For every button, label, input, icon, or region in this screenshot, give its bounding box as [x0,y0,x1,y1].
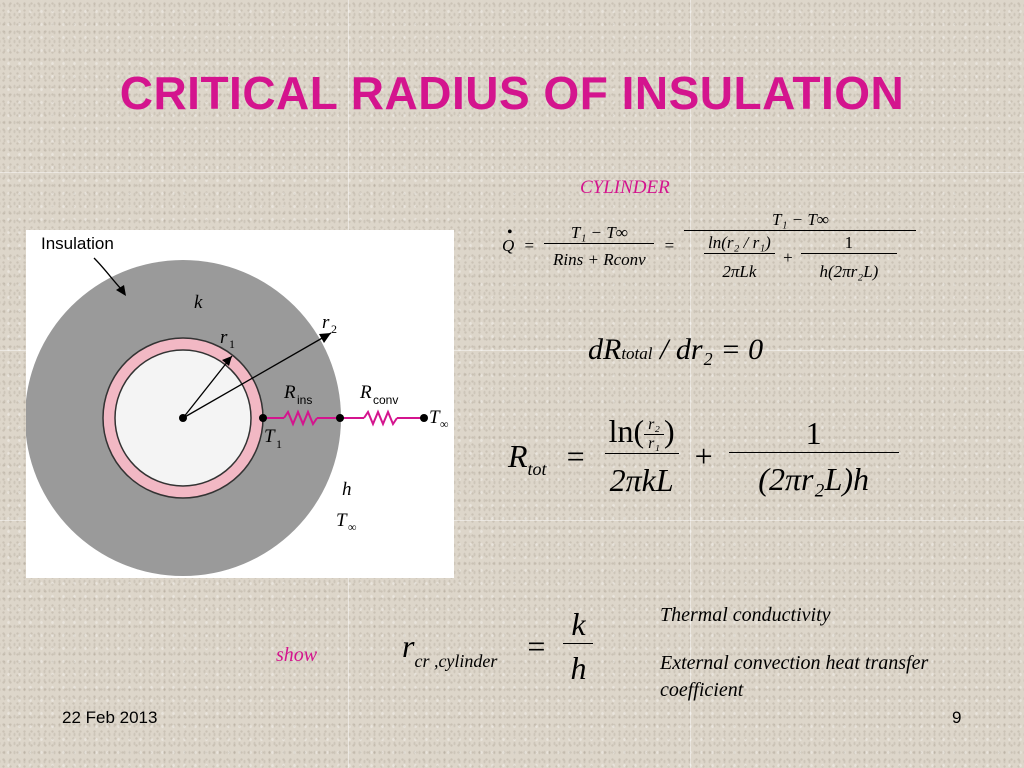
temperature-difference: T₁ − T∞ [570,222,628,242]
convection-denominator: (2πr₂L)h [728,451,899,498]
resistance-sum: Rins + Rconv [544,242,655,270]
r-conv-label: R [359,382,372,403]
plus-sign: + [783,247,793,267]
critical-radius-equation: rcr ,cylinder = k h [402,606,594,687]
thermal-conductivity-note: Thermal conductivity [660,604,831,626]
ln-term: ln(r₂ / r₁) [708,233,771,252]
insulation-label: Insulation [41,234,114,253]
convection-resistance-fraction: 1 (2πr₂L)h [728,414,899,498]
background-gridline [0,520,1024,521]
node-r2 [336,414,344,422]
background-gridline [690,0,691,768]
node-tinf [420,414,428,422]
equals-sign: = [524,236,535,255]
page-number: 9 [952,708,962,727]
r1-label: r [220,327,228,348]
expanded-fraction: T₁ − T∞ ln(r₂ / r₁) 2πLk + 1 h(2πr₂L) [684,210,917,282]
plus-sign: + [694,437,713,474]
t1-label: T [264,426,276,447]
insulation-pointer-head [116,285,126,296]
t-inf-ambient-subscript: ∞ [348,520,357,534]
k-label: k [194,292,203,313]
r-symbol: R [508,437,528,474]
r1-arrow [182,355,233,419]
convection-denominator: h(2πr₂L) [800,253,897,282]
h-denominator: h [563,643,594,687]
equals-sign: = [566,437,585,474]
derivative-condition: dRtotal / dr₂ = 0 [588,333,763,367]
r-symbol: r [402,628,415,664]
r1-subscript: 1 [229,337,235,351]
r2-subscript: 2 [331,322,337,336]
equals-sign: = [527,628,546,664]
derivative-lhs: dR [588,333,622,366]
r-ins-subscript: ins [297,393,312,407]
conduction-denominator: 2πkL [604,453,679,499]
tot-subscript: tot [527,458,547,479]
cr-cylinder-subscript: cr ,cylinder [414,651,498,671]
slide-title: CRITICAL RADIUS OF INSULATION [119,67,905,119]
r-ins-resistor [283,409,318,427]
heat-rate-equation: • Q = T₁ − T∞ Rins + Rconv = T₁ − T∞ ln(… [502,210,917,282]
ratio-r2: r₂ [648,416,660,434]
q-symbol: Q [502,236,515,255]
r-cr-symbol: rcr ,cylinder [402,628,505,671]
r2-arrow [182,332,332,419]
t1-subscript: 1 [276,437,282,451]
ln-open: ln( [608,413,645,449]
numerator-one: 1 [844,233,854,252]
conduction-fraction: ln(r₂ / r₁) 2πLk [704,233,775,282]
cylinder-label: CYLINDER [580,177,670,198]
t-inf-label: T [429,407,441,428]
r-ins-label: R [283,382,296,403]
equals-sign-2: = [664,236,675,255]
r2-arrowhead [319,333,331,343]
k-numerator: k [571,606,586,642]
resistance-fraction: T₁ − T∞ Rins + Rconv [544,222,655,270]
convection-fraction: 1 h(2πr₂L) [800,233,897,282]
conduction-denominator: 2πLk [704,253,775,282]
ratio-r1: r₁ [644,434,664,453]
r-tot-symbol: Rtot [508,437,555,479]
footer-date: 22 Feb 2013 [62,708,158,727]
numerator-one: 1 [805,414,822,451]
derivative-rhs: / dr₂ = 0 [660,333,764,366]
background-gridline [0,350,1024,351]
temperature-difference-2: T₁ − T∞ [772,210,829,229]
t-inf-ambient-label: T [336,510,348,531]
r2-label: r [322,312,330,333]
node-t1 [259,414,267,422]
total-subscript: total [621,344,653,363]
expanded-denominator: ln(r₂ / r₁) 2πLk + 1 h(2πr₂L) [684,230,917,282]
h-label: h [342,479,352,500]
background-gridline [0,172,1024,173]
r-conv-subscript: conv [373,393,398,407]
show-label: show [276,644,318,666]
insulated-pipe-figure: Insulation k r 1 r 2 R ins R conv T 1 T … [26,230,454,578]
ln-close: ) [663,413,675,449]
t-inf-subscript: ∞ [440,417,449,431]
q-dot: • [507,224,513,241]
r1-arrowhead [222,356,232,366]
k-over-h-fraction: k h [563,606,594,687]
convection-coefficient-note: External convection heat transfer coeffi… [660,652,929,701]
r-conv-resistor [363,409,398,427]
